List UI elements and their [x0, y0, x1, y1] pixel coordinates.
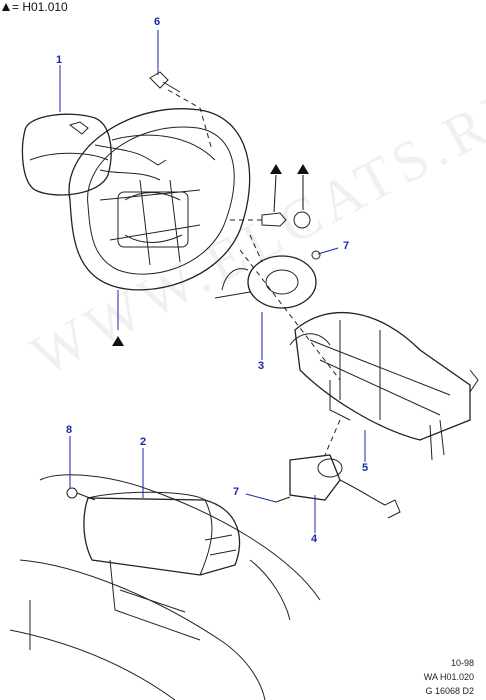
driver-airbag-module — [21, 113, 112, 196]
bolt-6 — [149, 71, 181, 93]
footer-ref1: WA H01.020 — [423, 672, 474, 682]
triangle-icon — [112, 336, 124, 346]
callout-2: 2 — [140, 436, 147, 448]
callout-1: 1 — [56, 54, 63, 66]
callout-6: 6 — [154, 16, 161, 28]
switch-assembly — [289, 454, 341, 501]
legend: = H01.010 — [2, 0, 68, 14]
clockspring — [247, 255, 317, 309]
triangle-icon — [270, 164, 282, 174]
steering-column — [294, 311, 471, 441]
dashboard-panel — [9, 474, 321, 700]
footer-ref2: G 16068 D2 — [425, 686, 474, 696]
cap-plug — [293, 211, 311, 229]
legend-text: = H01.010 — [12, 0, 68, 14]
bolt-8 — [66, 487, 78, 499]
callout-4: 4 — [311, 533, 318, 545]
callout-7-lower: 7 — [233, 486, 240, 498]
footer-date: 10-98 — [450, 658, 474, 668]
screw-cap — [261, 212, 287, 227]
callout-7-upper: 7 — [343, 240, 350, 252]
triangle-icon — [2, 3, 10, 11]
callout-8: 8 — [66, 424, 73, 436]
wheel-hub — [117, 191, 189, 248]
steering-wheel-rim — [68, 108, 251, 291]
callout-5: 5 — [362, 462, 369, 474]
passenger-airbag-module — [83, 497, 241, 576]
screw-7 — [311, 250, 321, 260]
triangle-icon — [297, 164, 309, 174]
callout-3: 3 — [258, 360, 265, 372]
